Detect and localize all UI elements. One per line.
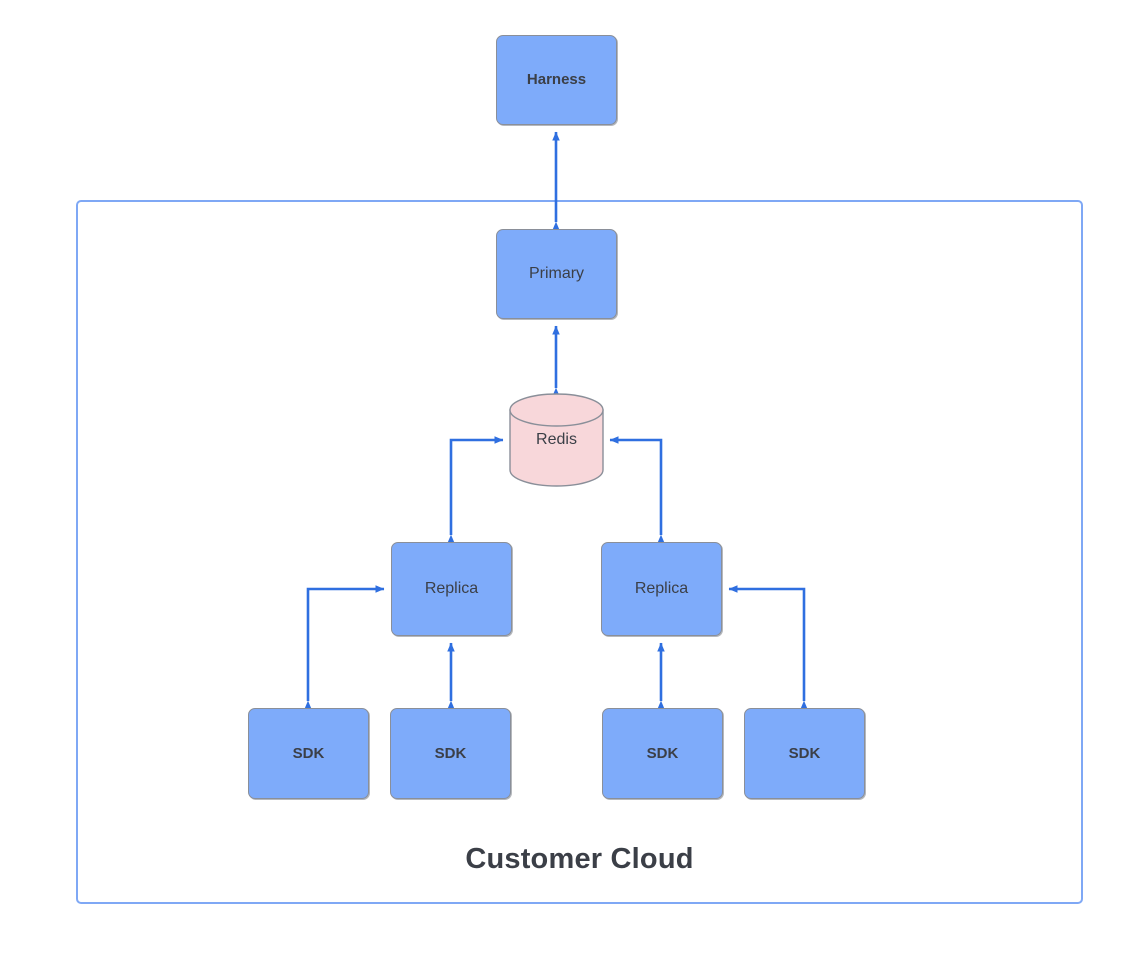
node-sdk-4-label: SDK [788, 744, 821, 762]
node-replica-left[interactable]: Replica [391, 542, 512, 636]
node-sdk-4[interactable]: SDK [744, 708, 865, 799]
node-replica-right-label: Replica [634, 580, 689, 598]
node-sdk-3[interactable]: SDK [602, 708, 723, 799]
edge-sdk4-replica-right [728, 585, 808, 710]
node-harness[interactable]: Harness [496, 35, 617, 125]
node-sdk-2-label: SDK [434, 744, 467, 762]
edge-sdk1-replica-left [304, 585, 385, 710]
customer-cloud-boundary [76, 200, 1083, 904]
edge-replica-right-redis [609, 436, 665, 544]
node-primary-label: Primary [528, 265, 585, 283]
node-primary[interactable]: Primary [496, 229, 617, 319]
redis-datastore-shape [509, 393, 604, 487]
node-replica-right[interactable]: Replica [601, 542, 722, 636]
edge-replica-left-redis [447, 436, 504, 544]
node-sdk-2[interactable]: SDK [390, 708, 511, 799]
node-redis[interactable]: Redis [510, 400, 603, 480]
node-sdk-1[interactable]: SDK [248, 708, 369, 799]
node-redis-label: Redis [536, 431, 577, 448]
node-replica-left-label: Replica [424, 580, 479, 598]
customer-cloud-title: Customer Cloud [465, 843, 694, 875]
node-harness-label: Harness [526, 71, 587, 88]
node-sdk-3-label: SDK [646, 744, 679, 762]
node-sdk-1-label: SDK [292, 744, 325, 762]
